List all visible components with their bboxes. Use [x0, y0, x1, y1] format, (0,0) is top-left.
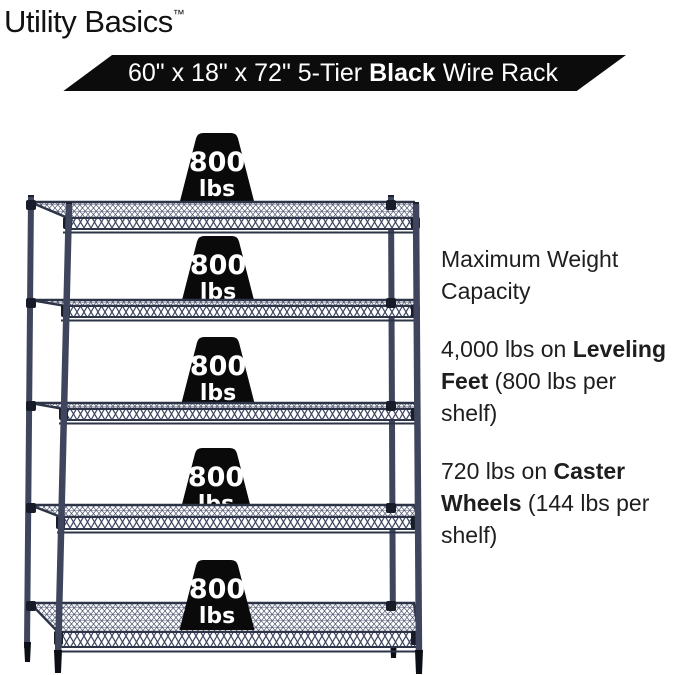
- spec-text-bold: Leveling Feet: [441, 336, 667, 394]
- corner-collar: [386, 503, 396, 513]
- specs-panel: Maximum Weight Capacity 4,000 lbs on Lev…: [441, 243, 669, 577]
- shelf-front-band: [55, 631, 419, 648]
- corner-collar: [26, 298, 36, 308]
- corner-collar: [26, 401, 36, 411]
- spec-item-caster-wheels: 720 lbs on Caster Wheels (144 lbs per sh…: [441, 455, 669, 551]
- rack-post-front-right: [412, 203, 423, 661]
- banner-text-suffix: Wire Rack: [435, 58, 559, 87]
- corner-collar: [386, 200, 396, 210]
- weight-value: 800: [190, 351, 246, 382]
- brand-logo: Utility Basics™: [4, 4, 185, 40]
- spec-text: 4,000 lbs on: [441, 336, 573, 362]
- spec-text: (144 lbs per shelf): [441, 490, 650, 548]
- shelf-front-band: [61, 408, 419, 421]
- leveling-foot: [54, 650, 62, 673]
- rack-posts-front: [54, 202, 423, 674]
- corner-collar: [26, 503, 36, 513]
- leveling-foot: [415, 650, 423, 674]
- shelf-front-band: [65, 217, 419, 230]
- banner-text-bold: Black: [369, 58, 436, 87]
- rack-post-front-left: [54, 203, 73, 659]
- product-banner: 60" x 18" x 72" 5-Tier Black Wire Rack: [63, 55, 626, 91]
- shelf-tier-4: [26, 503, 420, 534]
- corner-collar: [26, 200, 36, 210]
- shelf-tier-1: [26, 200, 420, 234]
- weight-badge: 800 lbs: [179, 560, 255, 630]
- spec-text: (800 lbs per shelf): [441, 368, 617, 426]
- weight-value: 800: [189, 574, 245, 605]
- spec-text: 720 lbs on: [441, 458, 554, 484]
- shelf-tier-3: [26, 401, 421, 425]
- shelf-surface: [29, 503, 420, 519]
- rack-post-back-left: [24, 196, 34, 649]
- trademark-symbol: ™: [172, 7, 185, 21]
- shelf-front-band: [63, 305, 419, 318]
- corner-collar: [386, 401, 396, 411]
- shelf-front-band: [58, 516, 419, 530]
- spec-text-bold: Caster Wheels: [441, 458, 626, 516]
- weight-value: 800: [188, 462, 244, 493]
- weight-value: 800: [189, 147, 245, 178]
- specs-heading: Maximum Weight Capacity: [441, 246, 619, 304]
- weight-unit: lbs: [199, 177, 235, 202]
- shelf-surface: [29, 200, 420, 220]
- corner-collar: [386, 601, 396, 611]
- banner-text: 60" x 18" x 72" 5-Tier Black Wire Rack: [128, 59, 558, 88]
- shelf-tier-2: [26, 298, 421, 322]
- brand-name: Utility Basics: [4, 4, 173, 39]
- leveling-foot: [24, 642, 31, 662]
- weight-badge: 800 lbs: [180, 236, 256, 306]
- banner-text-prefix: 60" x 18" x 72" 5-Tier: [127, 58, 370, 87]
- weight-unit: lbs: [199, 604, 235, 629]
- corner-collar: [26, 601, 36, 611]
- weight-badge: 800 lbs: [180, 337, 256, 407]
- weight-badge: 800 lbs: [179, 133, 255, 203]
- spec-item-leveling-feet: 4,000 lbs on Leveling Feet (800 lbs per …: [441, 333, 669, 429]
- weight-value: 800: [190, 250, 246, 281]
- corner-collar: [386, 298, 396, 308]
